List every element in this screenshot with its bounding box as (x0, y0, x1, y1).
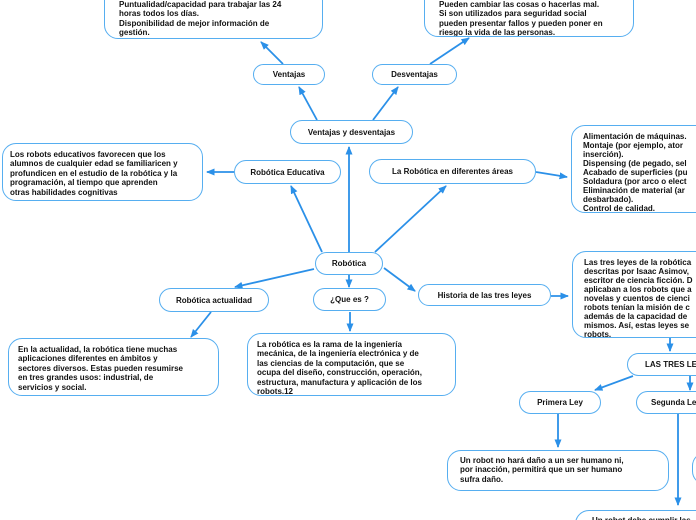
node-desventajas-detail[interactable]: Pueden cambiar las cosas o hacerlas mal.… (424, 0, 634, 37)
node-actualidad-detail[interactable]: En la actualidad, la robótica tiene much… (8, 338, 219, 396)
node-robotica-educativa[interactable]: Robótica Educativa (234, 160, 341, 184)
node-que-es[interactable]: ¿Que es ? (313, 288, 386, 311)
edge-desventajas-to-desventajas-detail (429, 37, 470, 65)
node-ventajas[interactable]: Ventajas (253, 64, 325, 85)
node-robotica-areas[interactable]: La Robótica en diferentes áreas (369, 159, 536, 184)
node-ventajas-y-desventajas[interactable]: Ventajas y desventajas (290, 120, 413, 144)
edge-robotica-to-historia-tres-leyes (383, 267, 416, 292)
node-las-tres-leyes[interactable]: LAS TRES LEYES (627, 353, 696, 376)
node-primera-ley[interactable]: Primera Ley (519, 391, 601, 414)
node-segunda-ley-detail[interactable]: Un robot debe cumplir las (575, 510, 696, 520)
edge-ventajas-y-desventajas-to-desventajas (372, 86, 399, 121)
node-robotica[interactable]: Robótica (315, 252, 383, 275)
edge-robotica-actualidad-to-actualidad-detail (190, 311, 212, 338)
node-educativa-detail[interactable]: Los robots educativos favorecen que los … (2, 143, 203, 201)
edge-las-tres-leyes-to-primera-ley (594, 375, 634, 391)
edge-robotica-to-robotica-actualidad (234, 268, 315, 289)
node-areas-detail[interactable]: Alimentación de máquinas. Montaje (por e… (571, 125, 696, 213)
edge-ventajas-y-desventajas-to-ventajas (298, 86, 318, 121)
node-segunda-ley[interactable]: Segunda Ley (636, 391, 696, 414)
node-tres-leyes-detail[interactable]: Las tres leyes de la robótica descritas … (572, 251, 696, 338)
edge-robotica-areas-to-areas-detail (535, 171, 568, 180)
edge-robotica-to-robotica-educativa (290, 185, 323, 253)
edge-ventajas-to-ventajas-detail (260, 41, 284, 65)
node-historia-tres-leyes[interactable]: Historia de las tres leyes (418, 284, 551, 306)
node-primera-ley-detail[interactable]: Un robot no hará daño a un ser humano ni… (447, 450, 669, 491)
node-que-es-detail[interactable]: La robótica es la rama de la ingeniería … (247, 333, 456, 396)
node-robotica-actualidad[interactable]: Robótica actualidad (159, 288, 269, 312)
node-ventajas-detail[interactable]: Puntualidad/capacidad para trabajar las … (104, 0, 323, 39)
edge-robotica-to-robotica-areas (374, 185, 447, 253)
node-desventajas[interactable]: Desventajas (372, 64, 457, 85)
